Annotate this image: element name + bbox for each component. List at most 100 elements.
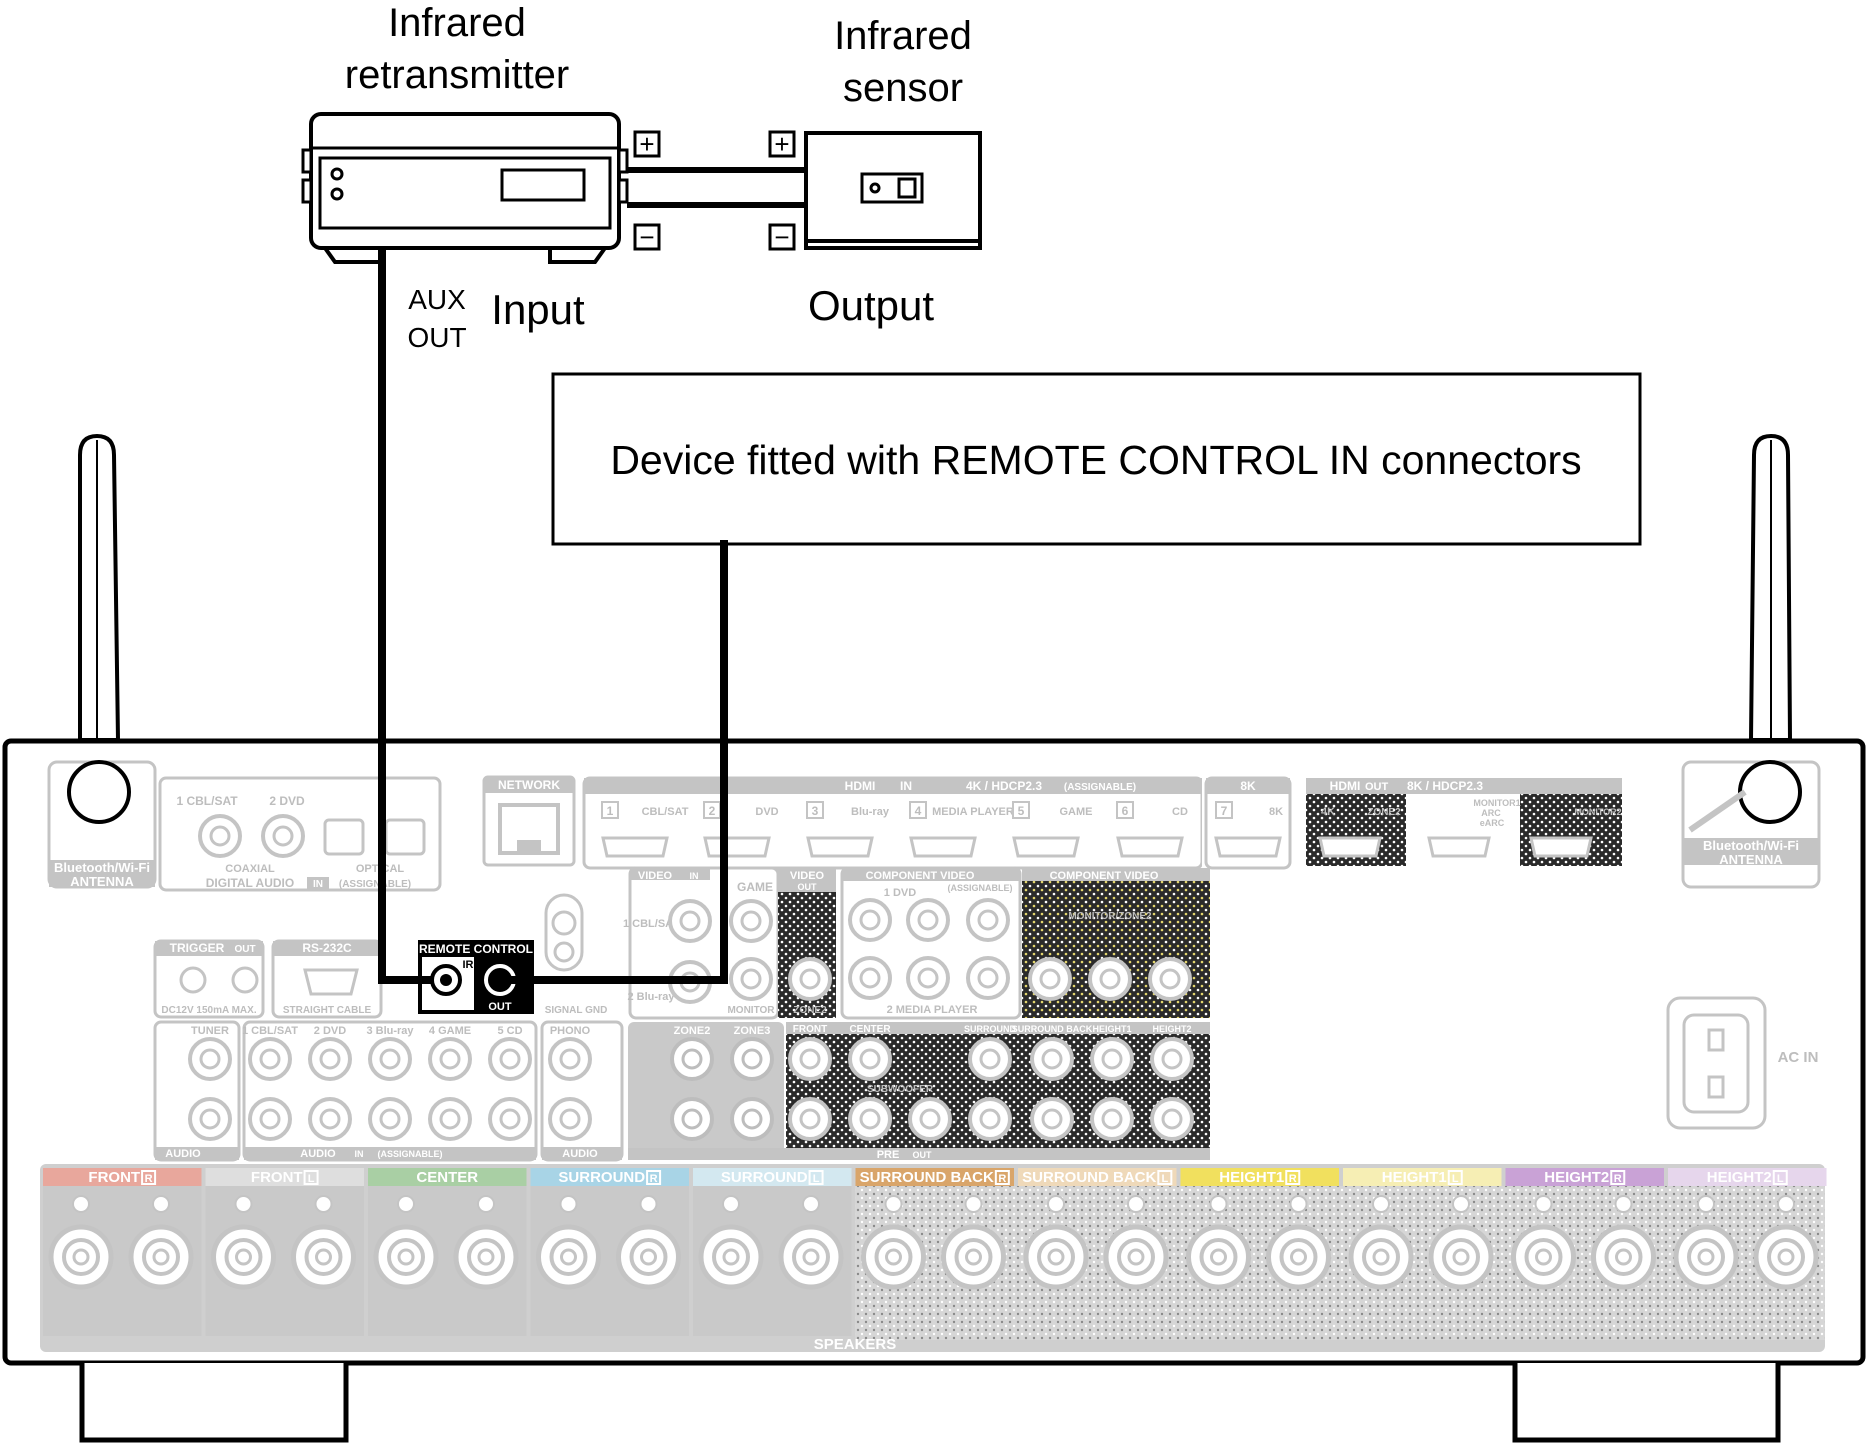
hdmi-out-arc-label: ARC	[1481, 808, 1501, 818]
speaker-side-badge: R	[998, 1173, 1006, 1185]
speaker-group-label: SURROUND	[721, 1169, 808, 1186]
pre-zone3-label: ZONE3	[734, 1025, 771, 1037]
minus-icon: −	[639, 222, 654, 252]
infrared-sensor	[804, 131, 982, 250]
pre-zone2-label: ZONE2	[674, 1025, 711, 1037]
hdmi-out-monitor2-label: MONITOR2	[1574, 807, 1621, 817]
ac-in-label: AC IN	[1778, 1049, 1819, 1066]
speaker-binding-post	[1753, 1195, 1819, 1290]
audio-input-label: 5 CD	[497, 1025, 522, 1037]
hdmi-out-hdcp: 8K / HDCP2.3	[1407, 779, 1483, 793]
component-video-label: COMPONENT VIDEO	[866, 870, 975, 882]
video-out-label: VIDEO	[790, 870, 825, 882]
bt-antenna-left-label1: Bluetooth/Wi-Fi	[54, 860, 150, 875]
phono-audio-label: AUDIO	[562, 1148, 598, 1160]
pre-out-jack	[1090, 1037, 1134, 1081]
input-label: Input	[491, 286, 585, 333]
video-out-badge: OUT	[798, 882, 818, 892]
hdmi-in-label: HDMI	[845, 779, 876, 793]
remote-control-label: REMOTE CONTROL	[419, 942, 533, 956]
speaker-binding-post	[1103, 1195, 1169, 1290]
speaker-terminal-group: SURROUND BACK R	[855, 1168, 1014, 1290]
pre-out-jack	[1090, 1097, 1134, 1141]
pre-out-jack	[788, 1037, 832, 1081]
pre-out-jack	[1150, 1037, 1194, 1081]
speaker-group-label: HEIGHT2	[1707, 1169, 1772, 1186]
signal-gnd-label: SIGNAL GND	[545, 1005, 608, 1016]
hdmi-input-number: 3	[812, 804, 819, 818]
speaker-terminal-group: FRONT R	[43, 1168, 202, 1336]
speaker-terminal-group: SURROUND L	[693, 1168, 852, 1336]
hdmi-input-label: GAME	[1060, 806, 1093, 818]
audio-input-jack	[308, 1097, 352, 1141]
pre-out-label: PRE	[877, 1149, 900, 1161]
hdmi-input-number: 4	[915, 804, 922, 818]
hdmi-input-label: Blu-ray	[851, 806, 890, 818]
pre-out-jack	[968, 1097, 1012, 1141]
hdmi-out-section: HDMI OUT 8K / HDCP2.3 4K ZONE2 MONITOR1 …	[1306, 778, 1622, 866]
audio-label: AUDIO	[300, 1148, 336, 1160]
hdmi-input-port: 6 CD	[1116, 801, 1188, 858]
pre-out-jack	[1030, 1037, 1074, 1081]
straight-cable-label: STRAIGHT CABLE	[283, 1005, 372, 1016]
pre-out-jack	[968, 1037, 1012, 1081]
hdmi-input-label: CD	[1172, 806, 1188, 818]
audio-in-section: TUNER AUDIO AUDIO IN (ASSIGNABLE) PHONO …	[153, 1020, 624, 1162]
speaker-terminal-group: HEIGHT1 R	[1180, 1168, 1339, 1290]
output-label: Output	[808, 282, 934, 329]
tuner-audio-label: AUDIO	[165, 1148, 201, 1160]
digital-in-badge: IN	[313, 879, 323, 890]
pre-out-jack	[788, 1097, 832, 1141]
audio-input-label: 2 DVD	[314, 1025, 346, 1037]
video-bluray-label: 2 Blu-ray	[627, 991, 675, 1003]
audio-input-jack	[488, 1097, 532, 1141]
speaker-group-label: FRONT	[251, 1169, 303, 1186]
hdmi-input-label: MEDIA PLAYER	[932, 806, 1014, 818]
hdmi-out-label: HDMI	[1330, 779, 1361, 793]
speaker-binding-post	[48, 1195, 114, 1290]
audio-in-badge: IN	[355, 1149, 364, 1159]
sensor-title-line2: sensor	[843, 66, 963, 110]
bt-antenna-right-label2: ANTENNA	[1719, 852, 1783, 867]
speaker-binding-post	[1266, 1195, 1331, 1290]
speaker-group-label: SURROUND	[558, 1169, 645, 1186]
pre-center-label: CENTER	[849, 1024, 891, 1035]
hdmi-input-number: 5	[1018, 804, 1025, 818]
speaker-side-badge: L	[1161, 1173, 1168, 1185]
audio-input-jack	[248, 1097, 292, 1141]
speaker-binding-post	[698, 1195, 764, 1290]
hdmi-input-number: 6	[1122, 804, 1129, 818]
plus-icon: +	[639, 129, 654, 159]
pre-height1-label: HEIGHT1	[1092, 1024, 1131, 1034]
infrared-retransmitter	[301, 112, 629, 264]
hdmi-in-badge: IN	[900, 779, 912, 793]
digital-audio-label: DIGITAL AUDIO	[206, 876, 294, 890]
bt-antenna-right-label1: Bluetooth/Wi-Fi	[1703, 838, 1799, 853]
speaker-group-label: HEIGHT1	[1382, 1169, 1447, 1186]
pre-surround-label: SURROUND	[964, 1024, 1017, 1034]
pre-height2-label: HEIGHT2	[1152, 1024, 1191, 1034]
speaker-terminal-group: HEIGHT2 R	[1505, 1168, 1664, 1290]
hdmi-out-zone2-label: ZONE2	[1367, 807, 1401, 818]
sensor-plus-terminal: +	[768, 129, 796, 159]
hdmi-input-port: 3 Blu-ray	[806, 801, 890, 858]
pre-subwoofer-label: SUBWOOFER	[867, 1084, 934, 1095]
pre-surround-back-label: SURROUND BACK	[1012, 1024, 1093, 1034]
audio-input-label: 4 GAME	[429, 1025, 471, 1037]
video-monitor-label: MONITOR	[727, 1005, 775, 1016]
speaker-group-label: FRONT	[88, 1169, 140, 1186]
speaker-binding-post	[211, 1195, 276, 1290]
speaker-side-badge: R	[145, 1173, 153, 1185]
speaker-binding-post	[1511, 1195, 1576, 1290]
bt-antenna-port-right: Bluetooth/Wi-Fi ANTENNA	[1681, 760, 1821, 889]
speaker-terminal-group: FRONT L	[205, 1168, 364, 1336]
speakers-label: SPEAKERS	[814, 1336, 897, 1353]
audio-input-jack	[248, 1037, 292, 1081]
audio-input-jack	[368, 1097, 412, 1141]
device-box-label: Device fitted with REMOTE CONTROL IN con…	[610, 437, 1581, 483]
hdmi-input-number: 2	[709, 804, 716, 818]
device-box: Device fitted with REMOTE CONTROL IN con…	[551, 372, 1642, 546]
speaker-side-badge: R	[650, 1173, 658, 1185]
speaker-binding-post	[1428, 1195, 1494, 1290]
